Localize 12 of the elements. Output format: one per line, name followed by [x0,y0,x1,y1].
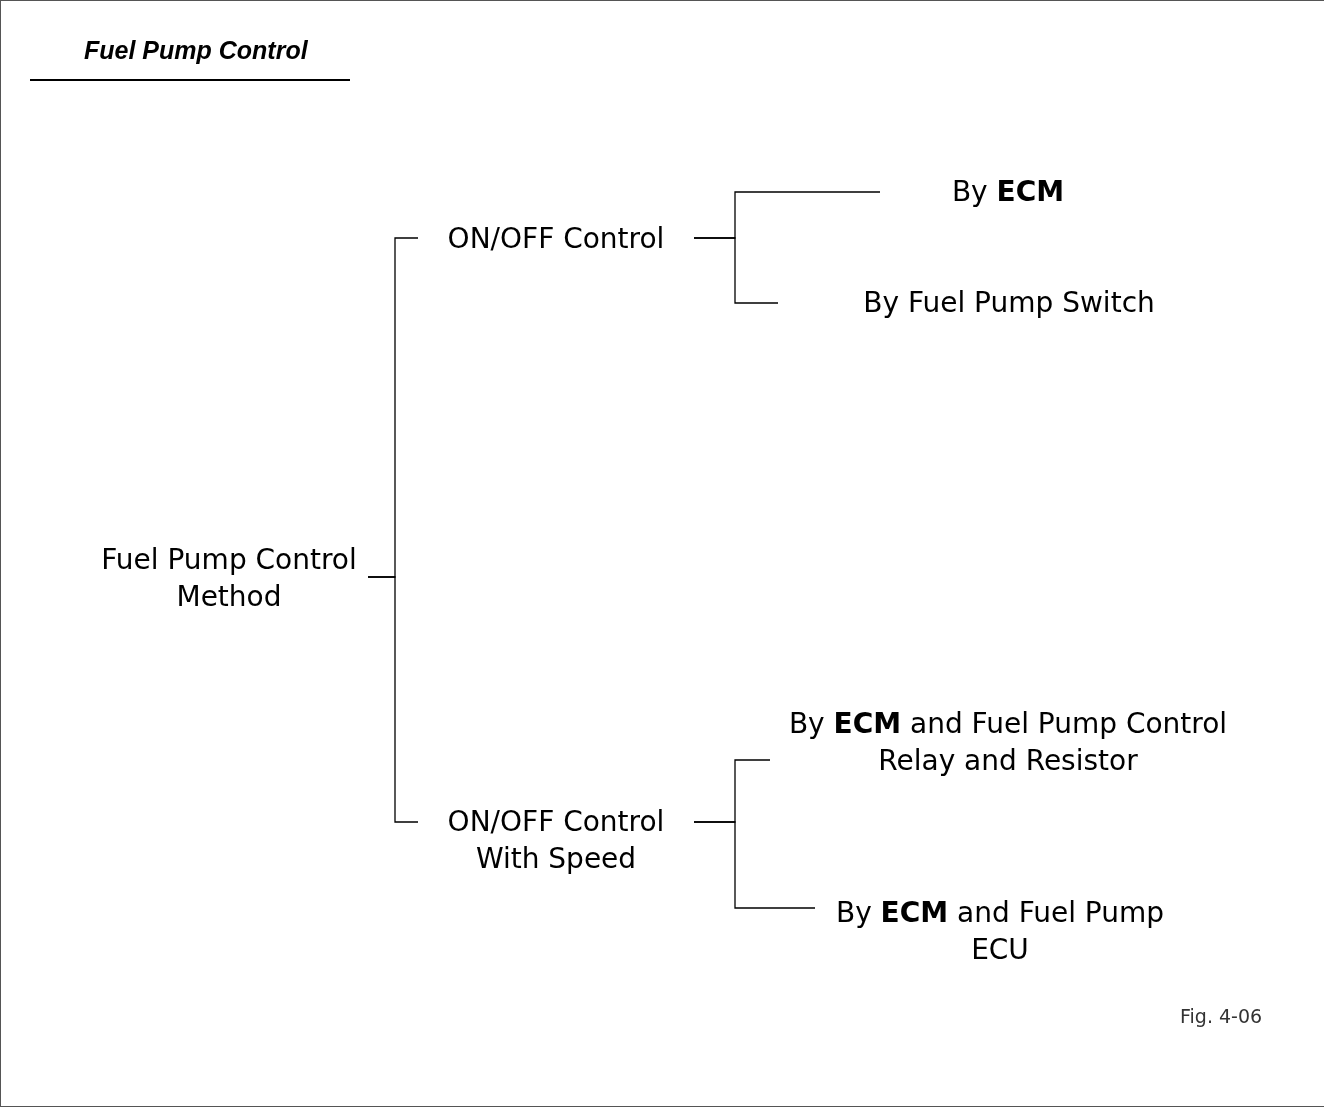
node-text: Fuel Pump Control Method [100,542,358,615]
figure-caption: Fig. 4-06 [1180,1004,1263,1029]
connector-line [367,576,419,823]
node-text: ON/OFF Control [446,221,666,257]
node-text: By ECM and Fuel Pump ECU [834,895,1166,968]
node-text: By Fuel Pump Switch [862,285,1156,321]
connector-line [693,821,816,909]
node-text: ON/OFF Control With Speed [446,804,666,877]
connector-line [693,237,779,304]
node-text: By ECM [950,174,1066,210]
node-text: By ECM and Fuel Pump Control Relay and Resistor [787,706,1229,779]
title: Fuel Pump Control [84,35,308,66]
